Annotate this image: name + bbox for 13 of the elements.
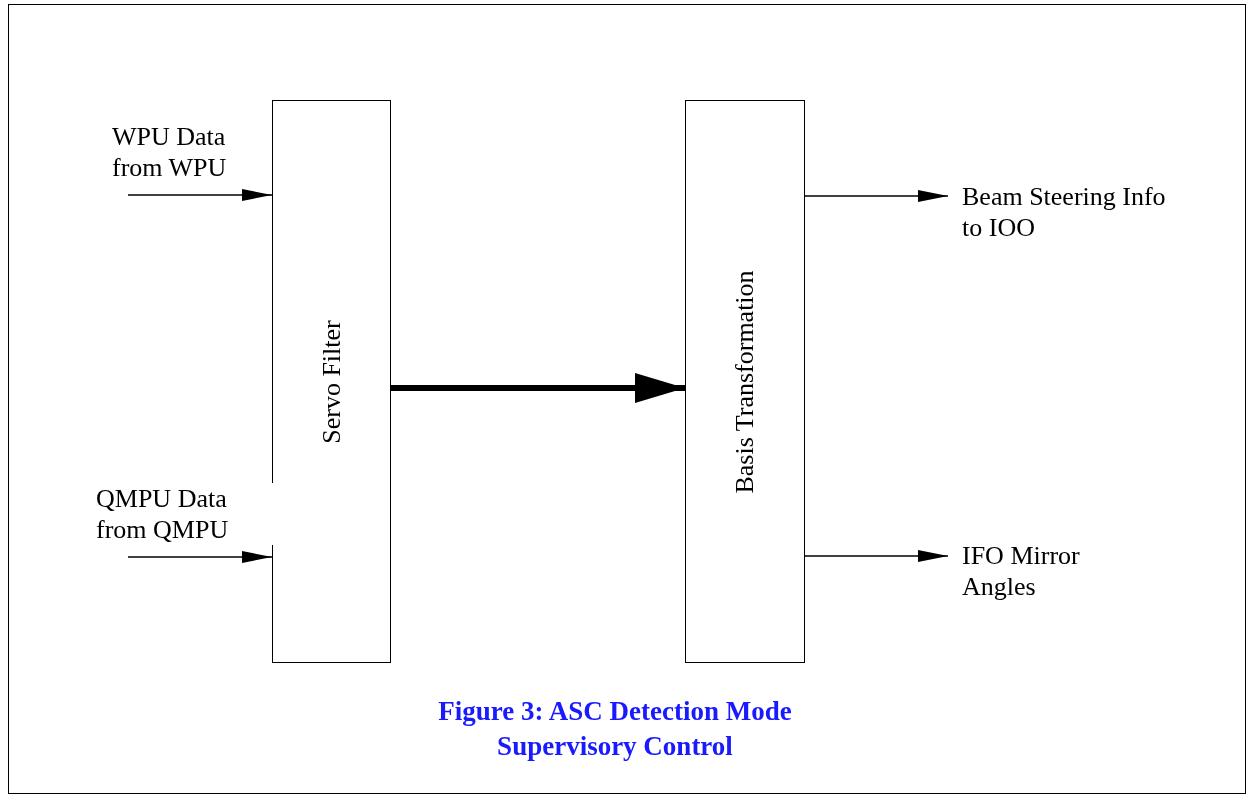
box-label: Basis Transformation (732, 269, 758, 494)
box-label: Servo Filter (318, 319, 345, 444)
arrow (127, 551, 273, 563)
output-label: IFO Mirror Angles (962, 540, 1142, 602)
input-label: QMPU Data from QMPU (96, 483, 276, 545)
arrow (127, 189, 273, 201)
arrow (391, 373, 685, 403)
process-box (272, 100, 391, 663)
figure-caption: Figure 3: ASC Detection Mode Supervisory Control (437, 695, 793, 763)
arrow (804, 550, 949, 562)
output-label: Beam Steering Info to IOO (962, 181, 1182, 243)
process-box (685, 100, 805, 663)
arrow (804, 190, 949, 202)
